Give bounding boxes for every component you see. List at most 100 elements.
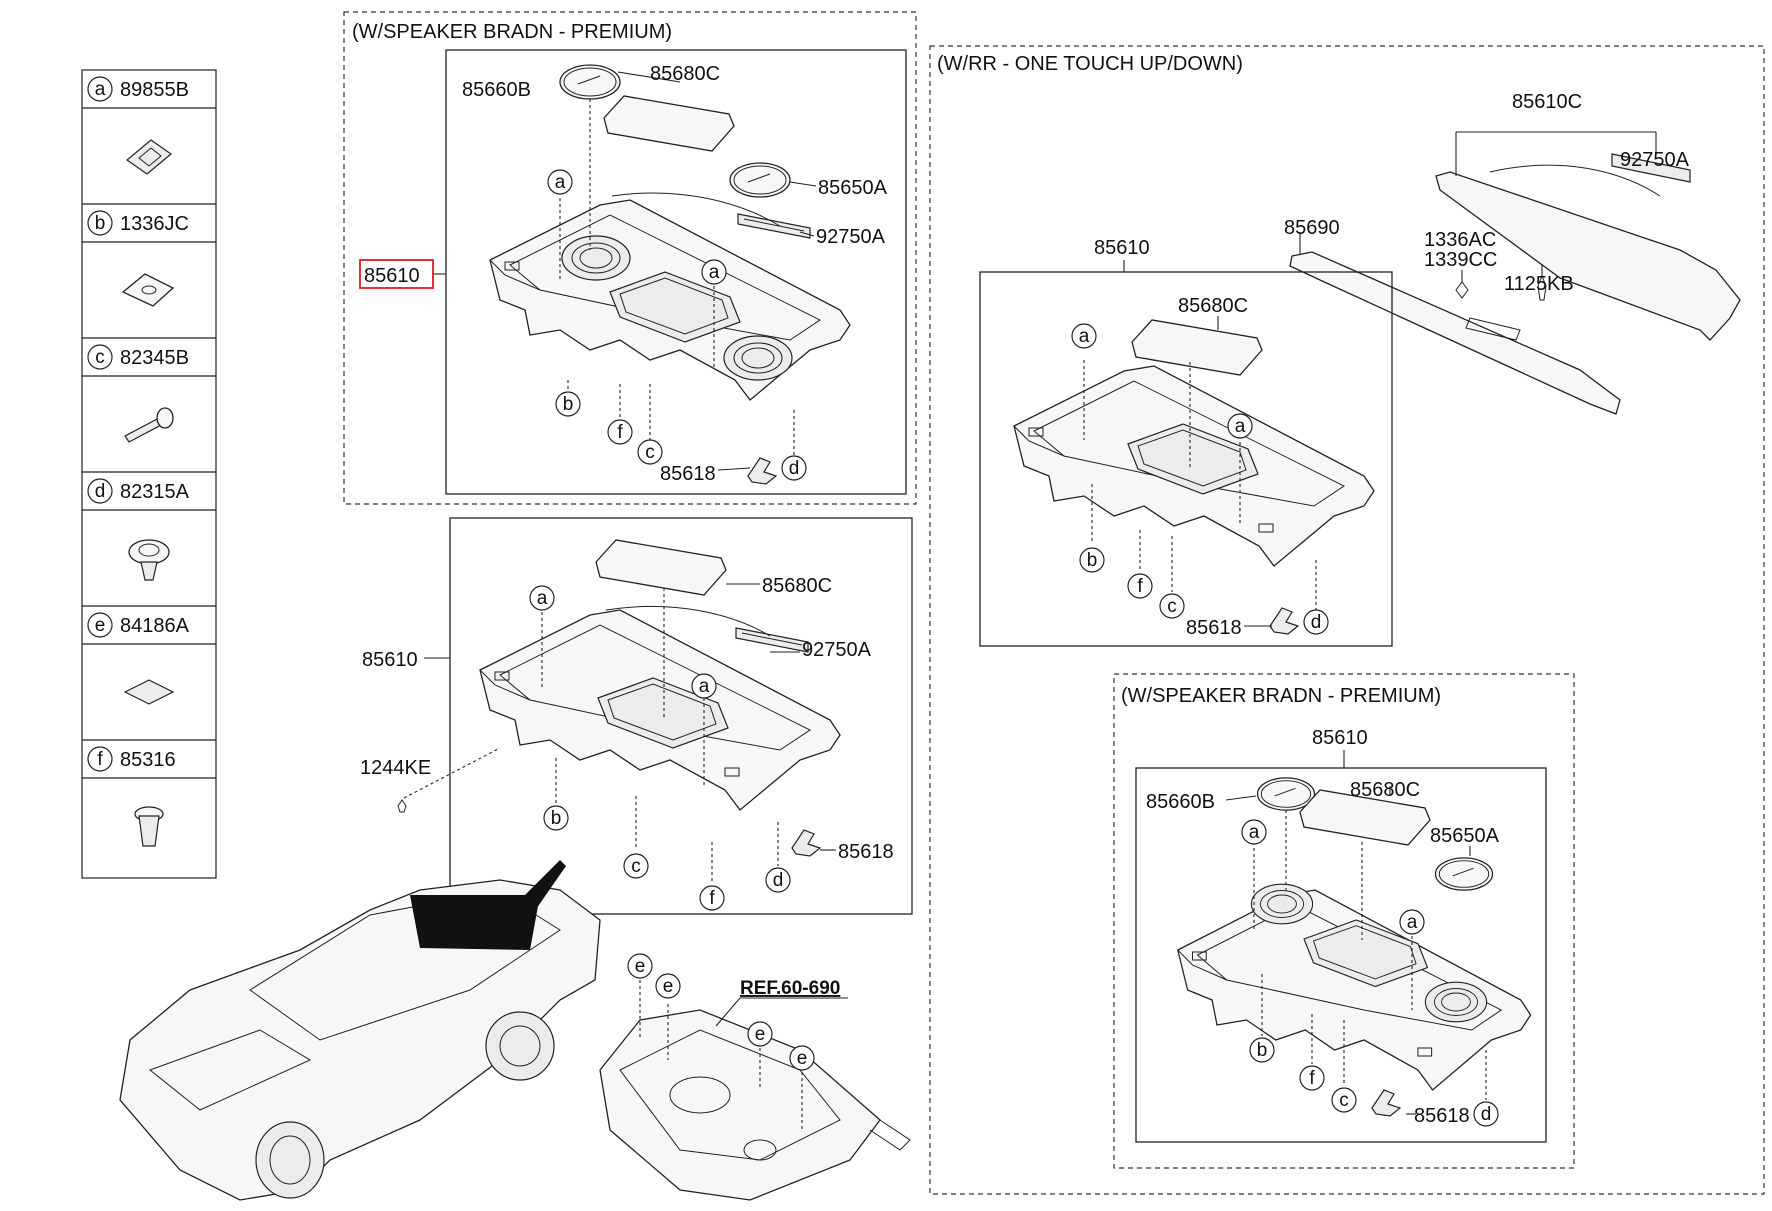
part-label-85650A: 85650A — [818, 177, 888, 199]
callout-letter: a — [1235, 416, 1246, 437]
group-one-touch-frame — [979, 271, 1393, 647]
part-label-92750A: 92750A — [802, 639, 872, 661]
legend-letter: d — [95, 481, 106, 502]
callout-letter: f — [1137, 576, 1143, 597]
callout-letter: c — [1339, 1090, 1349, 1111]
leader — [715, 997, 848, 1027]
screw-icon — [124, 407, 174, 443]
legend-row-f: f 85316 — [82, 739, 216, 847]
callout-letter: e — [635, 956, 646, 977]
leader — [617, 71, 681, 83]
callout-f: f — [1127, 573, 1153, 599]
callout-e: e — [655, 973, 681, 999]
callout-e: e — [627, 953, 653, 979]
callout-f: f — [699, 885, 725, 911]
rear-tray-highlight — [410, 895, 540, 950]
group-premium-top-border — [343, 11, 917, 505]
rear-wheel — [485, 1011, 555, 1081]
legend-letter: a — [95, 79, 106, 100]
callout-letter: a — [555, 172, 566, 193]
speaker-ring-right — [723, 335, 793, 381]
part-label-85610-highlighted[interactable]: 85610 — [364, 265, 420, 287]
callout-b: b — [1249, 1037, 1275, 1063]
callout-a: a — [1227, 413, 1253, 439]
part-label-1244KE: 1244KE — [360, 757, 431, 779]
group-premium-top: (W/SPEAKER BRADN - PREMIUM) 85660B 85680… — [343, 11, 917, 505]
legend-row-d: d 82315A — [82, 471, 216, 581]
part-label-85680C: 85680C — [762, 575, 832, 597]
legend-part-number[interactable]: 82315A — [120, 481, 190, 503]
main-part-highlight[interactable] — [359, 259, 434, 289]
callout-d: d — [1303, 609, 1329, 635]
callout-d: d — [781, 455, 807, 481]
bracket-85618 — [791, 829, 821, 857]
part-label-1125KB: 1125KB — [1504, 273, 1574, 295]
wire-harness — [605, 606, 771, 637]
legend-letter-badge: f — [87, 746, 113, 772]
legend-letter: b — [95, 213, 106, 234]
fastener-icon — [134, 806, 164, 847]
leader — [717, 467, 751, 471]
callout-letter: d — [789, 458, 800, 479]
callout-letter: e — [663, 976, 674, 997]
legend-part-number[interactable]: 1336JC — [120, 213, 189, 235]
leader — [799, 231, 815, 237]
group-premium-bottom-border — [1113, 673, 1575, 1169]
callout-d: d — [1473, 1101, 1499, 1127]
front-wheel — [255, 1121, 325, 1199]
part-label-85610: 85610 — [362, 649, 418, 671]
callout-c: c — [637, 439, 663, 465]
callout-f: f — [607, 419, 633, 445]
part-label-85610C: 85610C — [1512, 91, 1582, 113]
callout-group: a a b c d f — [529, 585, 791, 911]
callout-letter: d — [773, 870, 784, 891]
callout-group: a a b f c d — [1241, 819, 1499, 1127]
callout-letter: f — [617, 422, 623, 443]
callout-a: a — [1399, 909, 1425, 935]
group-one-touch: (W/RR - ONE TOUCH UP/DOWN) 85610C 92750A… — [929, 45, 1765, 1195]
motor-rail-85690 — [1289, 251, 1621, 415]
part-label-92750A: 92750A — [1620, 149, 1690, 171]
windshield-area — [249, 899, 561, 1041]
leader — [403, 747, 501, 799]
part-label-1336AC: 1336AC — [1424, 229, 1496, 251]
legend-row-a: a 89855B — [82, 76, 216, 175]
speaker-cover-85650A — [729, 162, 791, 198]
wire-harness — [611, 192, 781, 227]
legend-part-number[interactable]: 89855B — [120, 79, 189, 101]
floor-panel-ref: REF.60-690 e e e e — [599, 953, 911, 1201]
callout-a: a — [547, 169, 573, 195]
legend-letter: f — [97, 749, 103, 770]
legend-part-number[interactable]: 84186A — [120, 615, 190, 637]
legend-part-number[interactable]: 82345B — [120, 347, 189, 369]
part-label-85618: 85618 — [1186, 617, 1242, 639]
part-label-85690: 85690 — [1284, 217, 1340, 239]
legend-part-number[interactable]: 85316 — [120, 749, 176, 771]
highlight-pointer — [520, 860, 566, 912]
callout-letter: f — [1309, 1068, 1315, 1089]
bracket-85618 — [1371, 1089, 1401, 1117]
callout-a: a — [701, 259, 727, 285]
callout-letter: a — [709, 262, 720, 283]
callout-c: c — [1331, 1087, 1357, 1113]
callout-c: c — [623, 853, 649, 879]
group-premium-top-header: (W/SPEAKER BRADN - PREMIUM) — [352, 21, 672, 43]
reference-label[interactable]: REF.60-690 — [740, 978, 840, 999]
callout-f: f — [1299, 1065, 1325, 1091]
part-label-85618: 85618 — [1414, 1105, 1470, 1127]
callout-letter: e — [797, 1048, 808, 1069]
legend-letter-badge: a — [87, 76, 113, 102]
callout-letter: a — [1079, 326, 1090, 347]
part-label-85610: 85610 — [1312, 727, 1368, 749]
callout-b: b — [543, 805, 569, 831]
callout-letter: a — [699, 676, 710, 697]
bracket-85618 — [1269, 607, 1299, 635]
callout-b: b — [1079, 547, 1105, 573]
callout-a: a — [1241, 819, 1267, 845]
callout-group: a a b f c d — [1071, 323, 1329, 635]
callout-b: b — [555, 391, 581, 417]
part-label-85680C: 85680C — [650, 63, 720, 85]
callout-d: d — [765, 867, 791, 893]
part-label-85610: 85610 — [1094, 237, 1150, 259]
